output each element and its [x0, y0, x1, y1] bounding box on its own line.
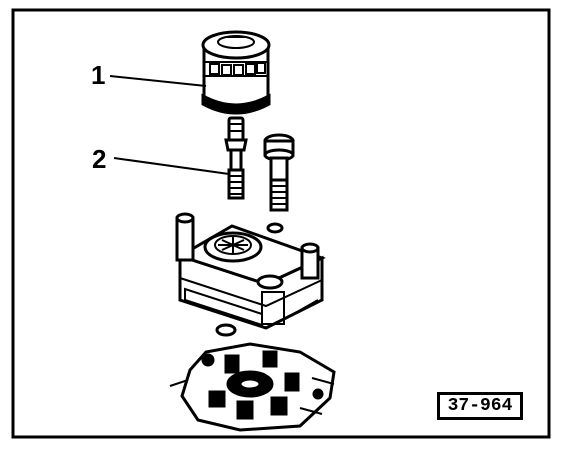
threaded-bolt [224, 116, 248, 200]
callout-label-2: 2 [92, 144, 107, 174]
leader-line-2 [113, 157, 230, 175]
figure-frame [11, 8, 551, 439]
engine-flange [169, 342, 336, 432]
o-ring-lower [215, 323, 237, 337]
mounting-bolt [263, 133, 295, 212]
figure-reference-number: 37-964 [437, 392, 523, 420]
callout-label-1: 1 [91, 60, 106, 90]
leader-line-1 [109, 75, 207, 87]
o-ring-small [266, 222, 284, 234]
oil-filter [201, 30, 271, 115]
filter-housing [175, 212, 326, 330]
